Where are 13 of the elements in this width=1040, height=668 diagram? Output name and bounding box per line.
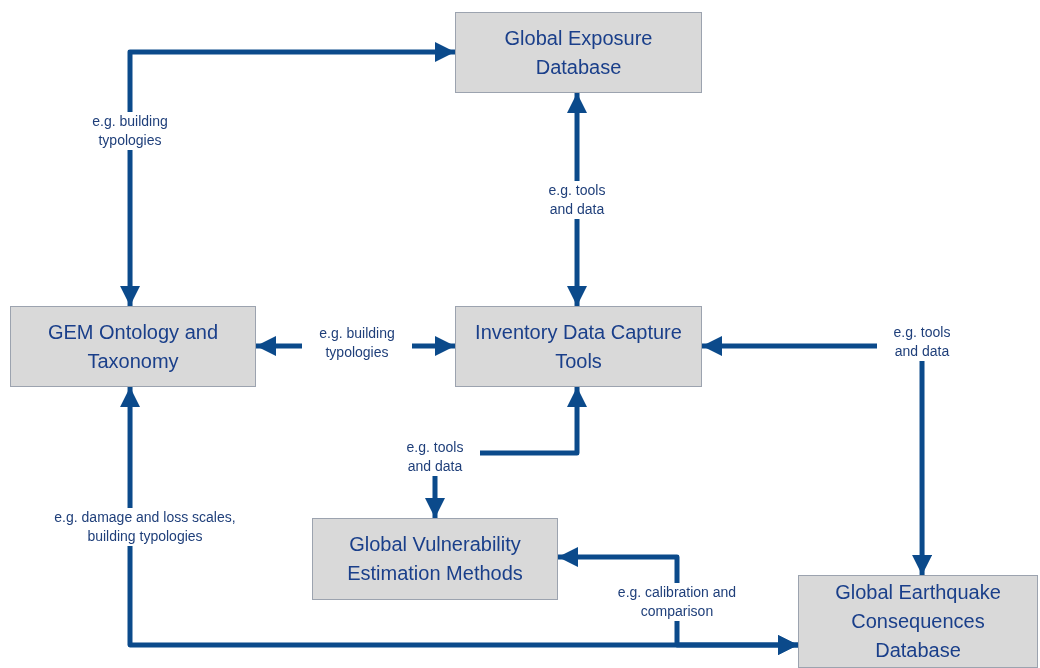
box-title: Global Vulnerability Estimation Methods [346,532,524,586]
box-title: Inventory Data Capture Tools [474,319,683,374]
arrow [120,42,455,306]
box-title: Global Earthquake Consequences Database [834,580,1002,663]
process-box [798,575,1038,668]
arrow [558,547,798,655]
box-title: GEM Ontology and Taxonomy [46,319,220,374]
process-box [312,518,558,600]
edge-label: e.g. building typologies [302,324,412,362]
process-box [10,306,256,387]
process-box [455,306,702,387]
process-box [455,12,702,93]
box-title: Global Exposure Database [503,25,654,80]
